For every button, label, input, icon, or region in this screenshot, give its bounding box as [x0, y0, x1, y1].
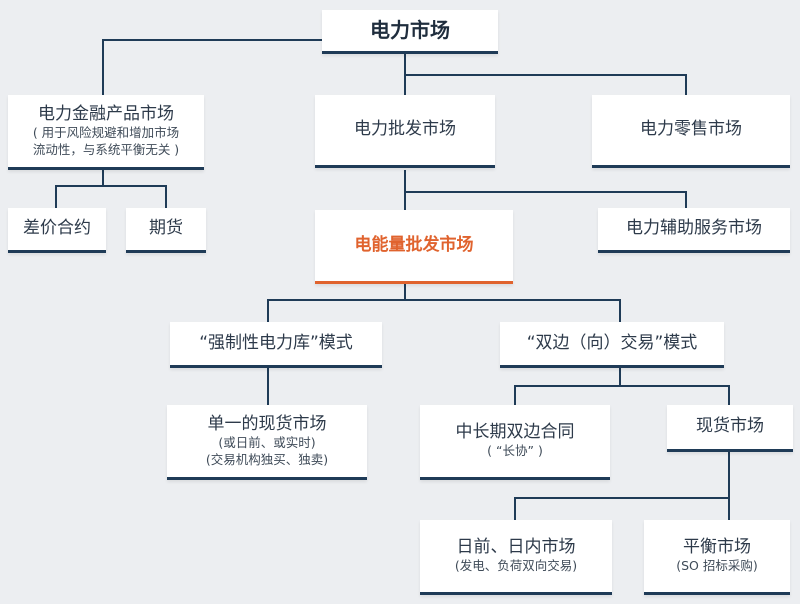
connector-level1-bar [405, 74, 687, 95]
node-label: 电力金融产品市场 [38, 103, 174, 124]
node-label: 电力市场 [370, 18, 450, 42]
node-day-ahead-intraday-market: 日前、日内市场 (发电、负荷双向交易) [420, 520, 612, 595]
node-label: 电力零售市场 [640, 119, 742, 140]
node-ancillary-services-market: 电力辅助服务市场 [598, 208, 790, 253]
node-finance-products-market: 电力金融产品市场 ( 用于风险规避和增加市场 流动性，与系统平衡无关 ) [8, 95, 204, 170]
node-single-spot-market: 单一的现货市场 (或日前、或实时) (交易机构独买、独卖) [167, 405, 367, 480]
connector-energy-bilateral [405, 299, 621, 322]
node-mandatory-pool-mode: “强制性电力库”模式 [170, 322, 382, 368]
connector-root-finance [102, 39, 322, 95]
node-label: 电力辅助服务市场 [626, 218, 762, 239]
node-label: “强制性电力库”模式 [199, 332, 353, 353]
node-bilateral-trading-mode: “双边（向）交易”模式 [500, 322, 724, 368]
node-wholesale-market: 电力批发市场 [315, 95, 495, 168]
node-balancing-market: 平衡市场 (SO 招标采购) [644, 520, 790, 595]
connector-finance-children [55, 170, 104, 208]
connector-wholesale-bar [405, 191, 687, 208]
node-sublabel: (或日前、或实时) [218, 434, 316, 450]
node-energy-wholesale-market: 电能量批发市场 [315, 210, 513, 284]
node-label: 电能量批发市场 [354, 234, 474, 255]
node-label: 差价合约 [23, 218, 91, 239]
node-label: 单一的现货市场 [207, 413, 327, 434]
node-label: 电力批发市场 [354, 119, 456, 140]
connector-spot-children [514, 452, 730, 520]
node-sublabel: (交易机构独买、独卖) [205, 451, 329, 467]
node-contract-for-difference: 差价合约 [8, 208, 106, 253]
node-label: 平衡市场 [683, 536, 751, 557]
node-sublabel: ( “长协” ) [487, 443, 543, 459]
node-power-market: 电力市场 [322, 10, 498, 54]
node-sublabel: ( 用于风险规避和增加市场 [32, 124, 180, 140]
node-label: 现货市场 [696, 416, 764, 437]
node-label: 中长期双边合同 [455, 421, 575, 442]
node-sublabel: (发电、负荷双向交易) [454, 558, 578, 574]
node-retail-market: 电力零售市场 [592, 95, 790, 168]
node-spot-market: 现货市场 [667, 405, 793, 452]
connector-bilateral-spot [620, 385, 730, 405]
connector-finance-futures [103, 185, 167, 208]
node-futures: 期货 [126, 208, 206, 253]
connector-bilateral-children [514, 368, 621, 405]
node-label: 期货 [149, 218, 183, 239]
node-sublabel: (SO 招标采购) [676, 558, 758, 574]
node-label: “双边（向）交易”模式 [526, 332, 698, 353]
node-long-term-bilateral-contracts: 中长期双边合同 ( “长协” ) [420, 405, 610, 480]
connector-energy-modes [267, 284, 406, 322]
node-sublabel: 流动性，与系统平衡无关 ) [32, 141, 180, 157]
node-label: 日前、日内市场 [456, 536, 576, 557]
